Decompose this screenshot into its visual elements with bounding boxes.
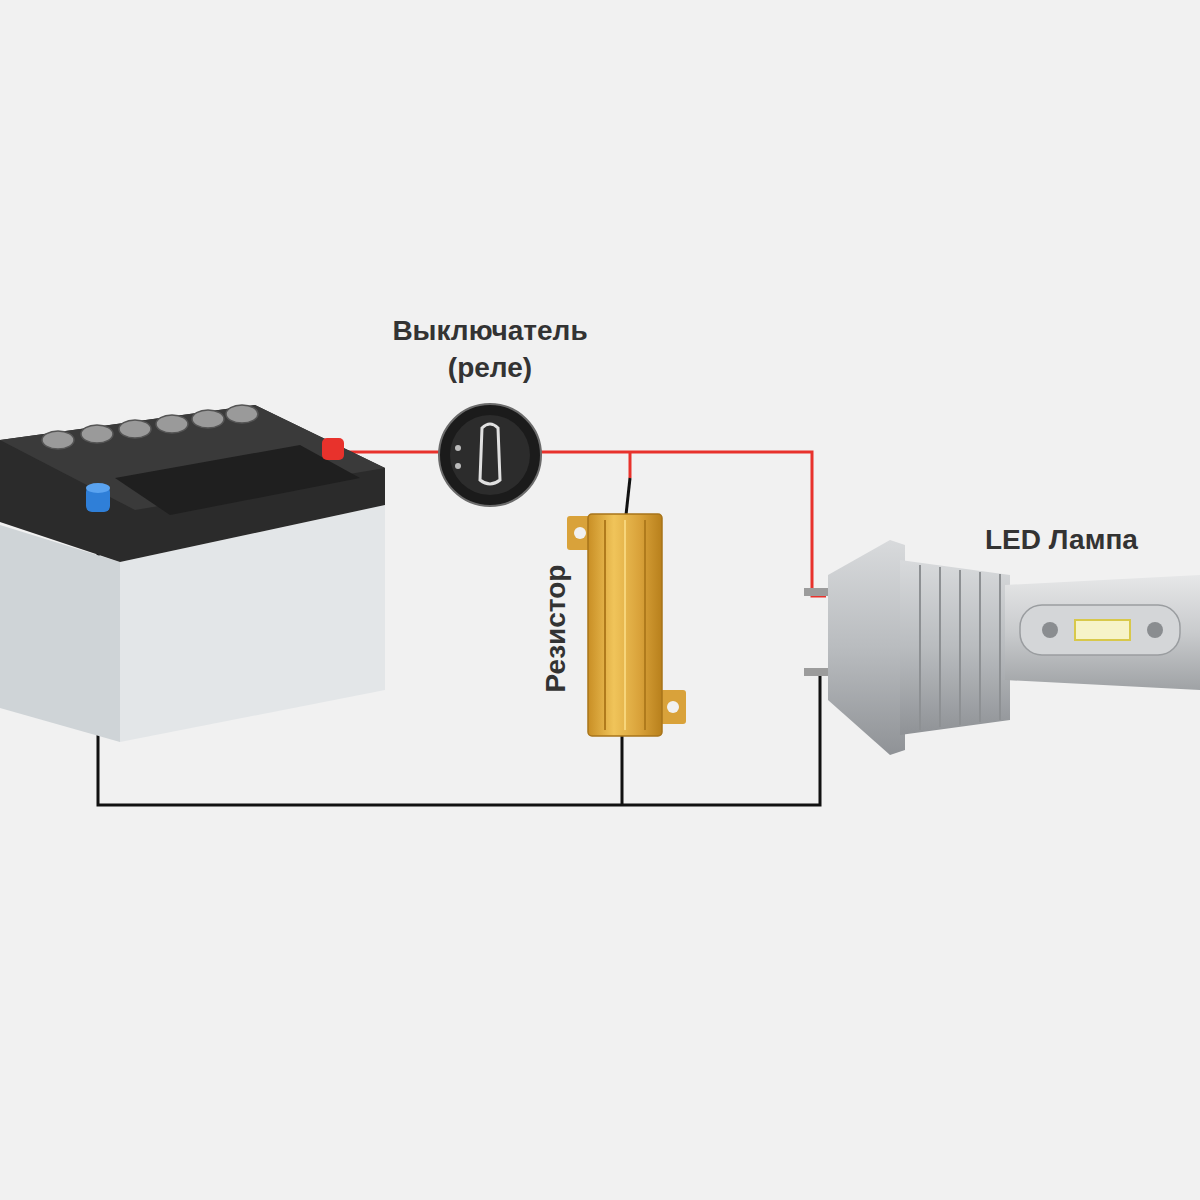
resistor-lead	[621, 735, 624, 805]
part-label: LED Лампа	[985, 521, 1138, 558]
battery-side	[0, 525, 120, 742]
led-lamp	[804, 540, 1200, 755]
resistor-hole	[574, 527, 586, 539]
battery	[0, 405, 385, 742]
lamp-plate	[1020, 605, 1180, 655]
lamp-base	[828, 540, 905, 755]
lamp-pin	[804, 588, 830, 596]
resistor-rib	[604, 520, 606, 730]
negative-terminal	[86, 483, 110, 493]
negative-wire	[98, 500, 828, 805]
led-chip	[1075, 620, 1130, 640]
lamp-fins	[920, 565, 1000, 730]
lamp-fin	[999, 574, 1001, 720]
lamp-fin	[979, 572, 981, 722]
positive-wire	[540, 452, 826, 596]
lamp-tube	[1005, 575, 1200, 690]
battery-cap	[226, 405, 258, 423]
resistor-rib	[624, 520, 626, 730]
resistor-tab	[660, 690, 686, 724]
positive-terminal	[322, 438, 344, 460]
resistor-lead	[626, 478, 630, 515]
battery-caps	[42, 405, 258, 449]
battery-cap	[156, 415, 188, 433]
lamp-fin	[939, 567, 941, 727]
switch-body	[439, 404, 541, 506]
battery-lid	[0, 405, 385, 562]
lamp-screw	[1042, 622, 1058, 638]
positive-wire	[345, 451, 440, 454]
switch-dot	[455, 463, 461, 469]
resistor-hole	[667, 701, 679, 713]
switch-face	[450, 415, 530, 495]
lamp-heatsink	[900, 560, 1010, 735]
lamp-fin	[919, 565, 921, 730]
switch-dot	[455, 445, 461, 451]
part-label: Выключатель (реле)	[350, 312, 630, 386]
battery-cap	[81, 425, 113, 443]
resistor-body	[588, 514, 662, 736]
battery-cap	[192, 410, 224, 428]
part-label: Резистор	[538, 564, 575, 692]
lamp-screw	[1147, 622, 1163, 638]
battery-cap	[119, 420, 151, 438]
resistor-rib	[644, 520, 646, 730]
battery-cap	[42, 431, 74, 449]
positive-wire	[629, 452, 632, 478]
resistor-symbol	[567, 514, 686, 736]
switch-knob	[439, 404, 541, 506]
lamp-fin	[959, 570, 961, 725]
lamp-pin	[804, 668, 830, 676]
switch-indicator	[480, 424, 500, 484]
